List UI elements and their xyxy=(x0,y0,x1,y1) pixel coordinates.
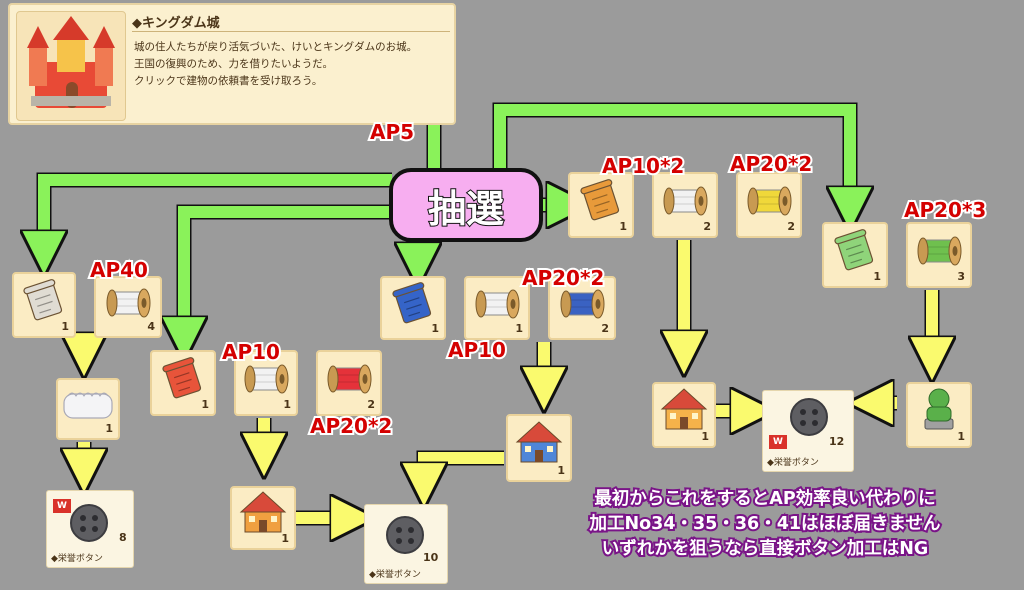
note-line: いずれかを狙うなら直接ボタン加工はNG xyxy=(600,537,931,561)
request-scroll-card[interactable]: 1 xyxy=(380,276,446,340)
description-line: 王国の復興のため、力を借りたいようだ。 xyxy=(134,58,333,70)
yarn-spool-card[interactable]: 2 xyxy=(316,350,382,416)
spool-icon xyxy=(106,288,151,318)
yarn-spool-card[interactable]: 2 xyxy=(736,172,802,238)
ap-cost-label: AP10*2 xyxy=(600,152,686,180)
request-scroll-card[interactable]: 1 xyxy=(568,172,634,238)
spool-icon xyxy=(475,289,520,319)
building-info-panel: ◆キングダム城 城の住人たちが戻り活気づいた、けいとキングダムのお城。 王国の復… xyxy=(8,3,456,125)
note-line: 加工No34・35・36・41はほぼ届きません xyxy=(587,512,942,536)
house-product-card[interactable]: 1 xyxy=(652,382,716,448)
card-count: 1 xyxy=(201,398,209,411)
w-badge: W xyxy=(769,435,787,449)
card-count: 1 xyxy=(873,270,881,283)
card-count: 1 xyxy=(61,320,69,333)
spool-icon xyxy=(917,236,962,266)
card-count: 2 xyxy=(367,398,375,411)
request-scroll-card[interactable]: 1 xyxy=(150,350,216,416)
honor-button-card[interactable]: W 8 ◆栄誉ボタン xyxy=(46,490,134,568)
scroll-icon xyxy=(834,229,874,271)
yarn-spool-card[interactable]: 1 xyxy=(234,350,298,416)
spool-icon xyxy=(663,186,708,216)
strategy-note: 最初からこれをするとAP効率良い代わりに 加工No34・35・36・41はほぼ届… xyxy=(515,487,1015,562)
pillow-product-card[interactable]: 1 xyxy=(56,378,120,440)
card-count: 4 xyxy=(147,320,155,333)
ap-cost-label: AP5 xyxy=(368,118,416,146)
card-count: 1 xyxy=(957,430,965,443)
button-icon xyxy=(70,504,108,542)
yarn-spool-card[interactable]: 1 xyxy=(464,276,530,340)
honor-name: ◆栄誉ボタン xyxy=(51,554,103,564)
spool-icon xyxy=(327,364,372,394)
spool-icon xyxy=(747,186,792,216)
scroll-icon xyxy=(580,179,620,221)
request-scroll-card[interactable]: 1 xyxy=(12,272,76,338)
building-title: ◆キングダム城 xyxy=(132,16,220,31)
card-count: 1 xyxy=(619,220,627,233)
card-count: 3 xyxy=(957,270,965,283)
spool-icon xyxy=(244,364,289,394)
topiary-product-card[interactable]: 1 xyxy=(906,382,972,448)
card-count: 1 xyxy=(281,532,289,545)
card-count: 2 xyxy=(601,322,609,335)
ap-cost-label: AP20*2 xyxy=(728,150,814,178)
castle-image xyxy=(16,11,126,121)
yarn-spool-card[interactable]: 2 xyxy=(652,172,718,238)
honor-count: 10 xyxy=(423,551,439,564)
card-count: 2 xyxy=(787,220,795,233)
button-icon xyxy=(790,398,828,436)
description-line: クリックで建物の依頼書を受け取ろう。 xyxy=(134,75,323,87)
honor-name: ◆栄誉ボタン xyxy=(369,570,421,580)
card-count: 1 xyxy=(283,398,291,411)
title-divider xyxy=(132,31,450,32)
honor-count: 8 xyxy=(119,531,127,544)
ap-cost-label: AP20*2 xyxy=(308,412,394,440)
yarn-spool-card[interactable]: 4 xyxy=(94,276,162,338)
honor-count: 12 xyxy=(829,435,845,448)
scroll-icon xyxy=(392,282,432,324)
pillow-icon xyxy=(63,392,113,419)
card-count: 1 xyxy=(557,464,565,477)
house-icon xyxy=(239,491,287,533)
scroll-icon xyxy=(23,279,63,321)
note-line: 最初からこれをするとAP効率良い代わりに xyxy=(592,487,937,511)
house-product-card[interactable]: 1 xyxy=(230,486,296,550)
yarn-spool-card[interactable]: 3 xyxy=(906,222,972,288)
ap-cost-label: AP10 xyxy=(446,336,508,364)
card-count: 2 xyxy=(703,220,711,233)
card-count: 1 xyxy=(105,422,113,435)
honor-name: ◆栄誉ボタン xyxy=(767,458,819,468)
ap-cost-label: AP20*3 xyxy=(902,196,988,224)
request-scroll-card[interactable]: 1 xyxy=(822,222,888,288)
ap-cost-label: AP40 xyxy=(88,256,150,284)
card-count: 1 xyxy=(701,430,709,443)
card-count: 1 xyxy=(431,322,439,335)
description-line: 城の住人たちが戻り活気づいた、けいとキングダムのお城。 xyxy=(134,41,418,53)
building-description: 城の住人たちが戻り活気づいた、けいとキングダムのお城。 王国の復興のため、力を借… xyxy=(134,39,417,90)
button-icon xyxy=(386,516,424,554)
w-badge: W xyxy=(53,499,71,513)
house-icon xyxy=(515,421,563,463)
yarn-spool-card[interactable]: 2 xyxy=(548,276,616,340)
ap-cost-label: AP10 xyxy=(220,338,282,366)
tree-icon xyxy=(924,388,954,430)
honor-button-card[interactable]: 10 ◆栄誉ボタン xyxy=(364,504,448,584)
honor-button-card[interactable]: W 12 ◆栄誉ボタン xyxy=(762,390,854,472)
spool-icon xyxy=(560,289,605,319)
scroll-icon xyxy=(162,357,202,399)
house-product-card[interactable]: 1 xyxy=(506,414,572,482)
house-icon xyxy=(660,388,708,430)
ap-cost-label: AP20*2 xyxy=(520,264,606,292)
card-count: 1 xyxy=(515,322,523,335)
lottery-node: 抽選 xyxy=(389,168,543,242)
